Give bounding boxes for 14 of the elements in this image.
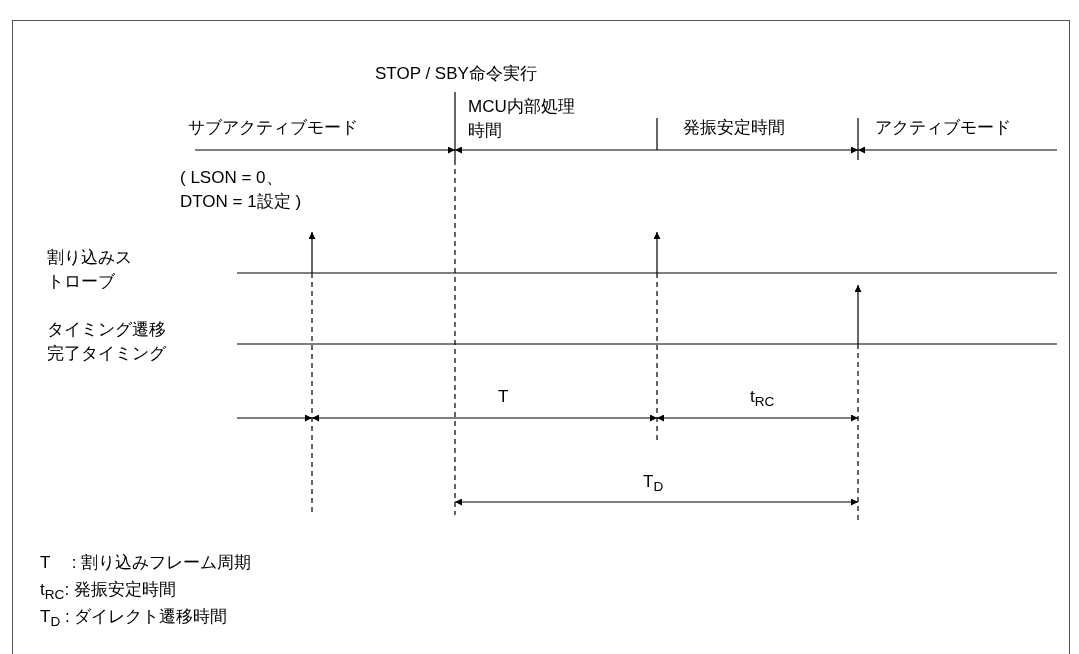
signal-label: タイミング遷移完了タイミング <box>47 319 167 365</box>
setting-note: ( LSON = 0、DTON = 1設定 ) <box>180 167 303 213</box>
legend-note: t$_{RC}$: 発振安定時間 <box>40 579 176 602</box>
dimension-label: T <box>498 386 509 408</box>
mode-label: アクティブモード <box>875 117 1011 139</box>
dimension-label: t$_{RC}$ <box>750 386 775 409</box>
event-label: STOP / SBY命令実行 <box>375 63 537 85</box>
signal-label: 割り込みストローブ <box>47 247 133 293</box>
dimension-label: T$_{D}$ <box>643 471 664 494</box>
period-label: MCU内部処理時間 <box>468 96 576 142</box>
legend-note: T$_{D}$ : ダイレクト遷移時間 <box>40 606 228 629</box>
mode-label: サブアクティブモード <box>188 117 358 139</box>
period-label: 発振安定時間 <box>683 117 785 139</box>
legend-note: T : 割り込みフレーム周期 <box>40 552 252 574</box>
